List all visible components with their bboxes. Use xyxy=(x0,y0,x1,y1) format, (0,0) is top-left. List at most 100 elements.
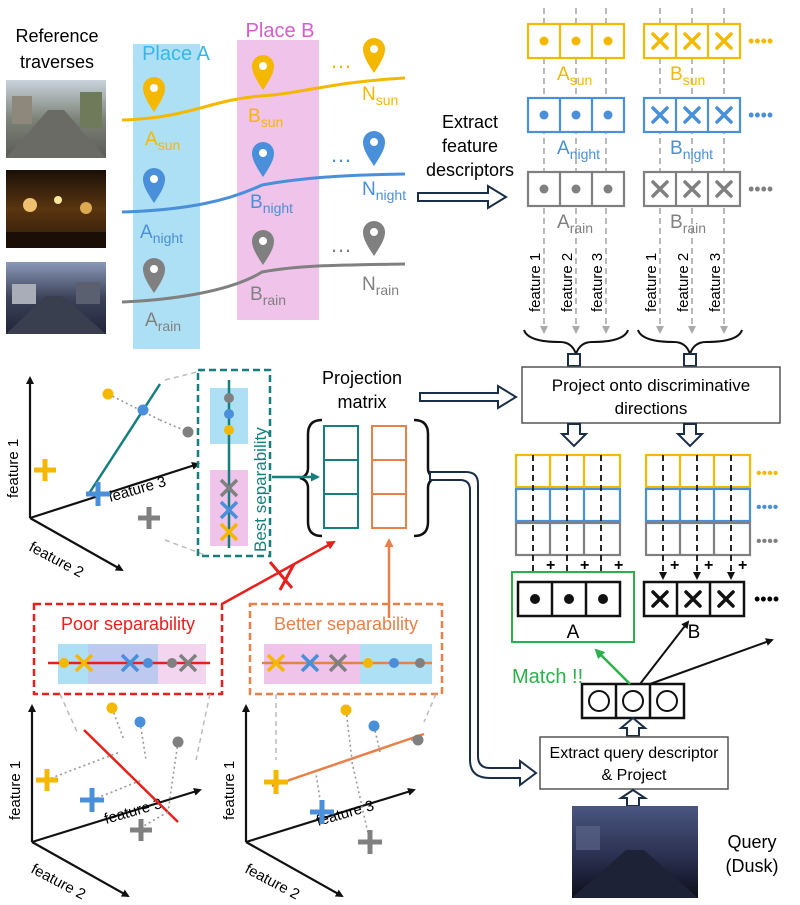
hollow-arrow-icon xyxy=(419,384,518,410)
connector-a xyxy=(567,353,581,367)
hollow-arrow-icon xyxy=(618,716,648,737)
location-pin-icon xyxy=(363,131,385,166)
extract-label-line3: descriptors xyxy=(426,160,514,180)
axis-feature-2: feature 2 xyxy=(28,861,88,904)
brace-b xyxy=(637,329,743,358)
projected-stack-a xyxy=(514,453,622,557)
axis-feature-1: feature 1 xyxy=(5,439,22,498)
hollow-arrow-icon xyxy=(675,423,705,448)
label-n-rain: Nrain xyxy=(362,274,399,298)
cross-icon xyxy=(651,180,669,198)
match-arrow xyxy=(594,648,631,685)
label-n-night: Nnight xyxy=(362,179,406,203)
dot-icon xyxy=(530,594,540,604)
traverse-night-line xyxy=(121,172,406,214)
dot-icon xyxy=(603,36,613,46)
feature-label-a-2: feature 2 xyxy=(559,253,576,312)
best-separability-panel: Best separability xyxy=(196,368,272,558)
plot-best: feature 1 feature 2 feature 3 xyxy=(5,369,206,581)
ellipsis-rain: … xyxy=(330,232,352,257)
result-a-label: A xyxy=(567,622,580,643)
axis-feature-1: feature 1 xyxy=(7,761,24,820)
cross-icon xyxy=(651,590,669,608)
reference-photo-night xyxy=(6,170,106,248)
traverse-rain-line xyxy=(121,262,406,304)
axis-feature-2: feature 2 xyxy=(242,861,302,904)
desc-label-a-night: Anight xyxy=(557,138,600,162)
feature-label-b-1: feature 1 xyxy=(643,253,660,312)
desc-label-b-sun: Bsun xyxy=(670,64,705,88)
cross-icon xyxy=(651,32,669,50)
location-pin-icon xyxy=(143,77,165,112)
plus-sign: + xyxy=(704,557,713,574)
hollow-arrow-icon xyxy=(417,184,508,210)
query-box xyxy=(539,736,729,790)
project-box xyxy=(521,366,781,424)
dot-icon xyxy=(539,110,549,120)
result-trailing-dots: •••• xyxy=(754,589,779,609)
query-box-line2: & Project xyxy=(602,767,667,784)
location-pin-icon xyxy=(143,168,165,203)
axis-feature-1: feature 1 xyxy=(221,761,238,820)
place-b-label: Place B xyxy=(246,20,315,42)
reference-title-line2: traverses xyxy=(20,52,94,72)
trailing-dots-sun: •••• xyxy=(748,31,773,51)
reference-photo-sun xyxy=(6,80,106,158)
query-label-line2: (Dusk) xyxy=(726,856,779,876)
cross-icon xyxy=(715,180,733,198)
cross-icon xyxy=(683,32,701,50)
label-a-rain: Arain xyxy=(145,310,181,334)
plus-sign: + xyxy=(546,557,555,574)
query-descriptor-box xyxy=(580,682,686,720)
extract-label-line2: feature xyxy=(442,136,498,156)
project-box-line2: directions xyxy=(615,399,688,418)
desc-label-b-rain: Brain xyxy=(670,212,706,236)
location-pin-icon xyxy=(143,258,165,293)
plus-sign: + xyxy=(738,557,747,574)
hollow-arrow-icon xyxy=(617,788,649,807)
circle-icon xyxy=(656,690,678,712)
projected-stack-b xyxy=(644,453,752,557)
label-b-night: Bnight xyxy=(250,192,293,216)
poor-separability-panel: Poor separability xyxy=(32,602,224,761)
dot-icon xyxy=(564,594,574,604)
projection-label-line2: matrix xyxy=(338,392,387,412)
plus-sign: + xyxy=(580,557,589,574)
cross-icon xyxy=(715,106,733,124)
dot-icon xyxy=(603,110,613,120)
place-a-label: Place A xyxy=(142,43,210,65)
trailing-dots-night: •••• xyxy=(748,105,773,125)
feature-label-a-1: feature 1 xyxy=(527,253,544,312)
dot-icon xyxy=(539,36,549,46)
cross-icon xyxy=(683,180,701,198)
projection-label-line1: Projection xyxy=(322,368,402,388)
projection-matrix xyxy=(299,418,437,538)
cross-icon xyxy=(684,590,702,608)
query-photo-dusk xyxy=(572,806,698,898)
query-box-line1: Extract query descriptor xyxy=(550,745,720,762)
project-box-line1: Project onto discriminative xyxy=(552,376,750,395)
cross-icon xyxy=(651,106,669,124)
location-pin-icon xyxy=(252,142,274,177)
label-b-rain: Brain xyxy=(250,284,286,308)
better-separability-label: Better separability xyxy=(274,614,418,634)
location-pin-icon xyxy=(363,38,385,73)
trailing-dots-rain: •••• xyxy=(748,179,773,199)
sum-lines xyxy=(529,455,735,580)
plot-poor: feature 1 feature 2 feature 3 xyxy=(7,702,202,904)
dot-icon xyxy=(571,184,581,194)
plot-better: feature 1 feature 2 feature 3 xyxy=(221,704,425,904)
dashed-feature-lines xyxy=(540,8,728,334)
desc-label-a-rain: Arain xyxy=(557,212,593,236)
result-b-label: B xyxy=(688,622,701,643)
dot-icon xyxy=(571,36,581,46)
feature-label-b-2: feature 2 xyxy=(675,253,692,312)
location-pin-icon xyxy=(252,230,274,265)
better-separability-panel: Better separability xyxy=(248,602,444,760)
label-b-sun: Bsun xyxy=(248,106,283,130)
brace-a xyxy=(523,329,629,358)
plus-sign: + xyxy=(614,557,623,574)
cross-icon xyxy=(683,106,701,124)
circle-icon xyxy=(622,690,644,712)
